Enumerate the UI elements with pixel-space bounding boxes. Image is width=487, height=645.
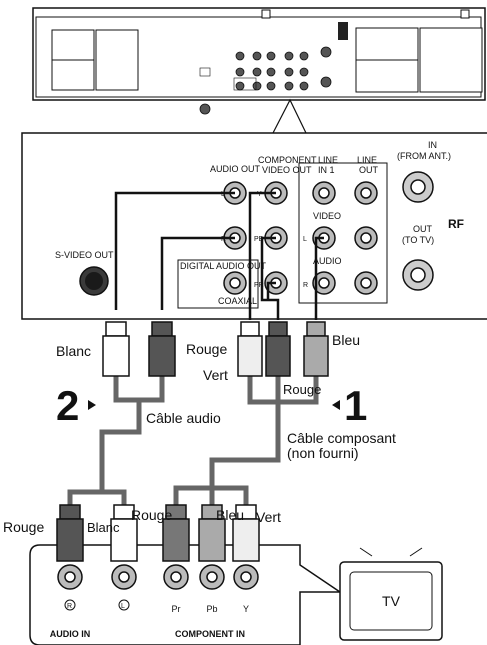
device-plugs bbox=[102, 321, 329, 377]
audio-r-label: R bbox=[221, 236, 226, 243]
audio-l-label: L bbox=[221, 191, 225, 198]
audio-out-label: AUDIO OUT bbox=[210, 164, 261, 174]
rf-label: RF bbox=[448, 217, 464, 231]
to-tv-label: (TO TV) bbox=[402, 235, 434, 245]
cable-lines bbox=[114, 191, 324, 320]
audio-r2-label: R bbox=[303, 282, 308, 289]
tv-r-label: R bbox=[67, 603, 72, 610]
bleu-label: Bleu bbox=[332, 332, 360, 348]
panel-labels: AUDIO OUT COMPONENT VIDEO OUT LINE IN 1 … bbox=[55, 140, 464, 306]
from-ant-label: (FROM ANT.) bbox=[397, 151, 451, 161]
audio-in-label: AUDIO IN bbox=[50, 629, 91, 639]
out-label: OUT bbox=[359, 165, 379, 175]
tv-screen-label: TV bbox=[382, 593, 401, 609]
rf-in-label: IN bbox=[428, 140, 437, 150]
tv-panel bbox=[29, 544, 443, 645]
audio-label: AUDIO bbox=[313, 256, 342, 266]
line-label-2: LINE bbox=[357, 155, 377, 165]
digital-audio-out-label: DIGITAL AUDIO OUT bbox=[180, 261, 267, 271]
line-label-1: LINE bbox=[318, 155, 338, 165]
step1-arrow bbox=[332, 400, 340, 410]
cable-comp-label-2: (non fourni) bbox=[287, 445, 359, 461]
rouge-mid-label: Rouge bbox=[283, 382, 321, 397]
cable-comp-label-1: Câble composant bbox=[287, 430, 396, 446]
blanc-label: Blanc bbox=[56, 343, 91, 359]
vert-label: Vert bbox=[203, 367, 228, 383]
tv-l-label: L bbox=[121, 603, 125, 610]
tv-rouge-label: Rouge bbox=[3, 519, 44, 535]
cable-labels: Blanc Rouge Bleu Vert Rouge Câble audio … bbox=[56, 332, 396, 461]
video-label: VIDEO bbox=[313, 211, 341, 221]
tv-jacks bbox=[57, 564, 259, 611]
device-rear-panel bbox=[32, 7, 486, 115]
tv-bleu-label: Bleu bbox=[216, 507, 244, 523]
cable-audio-label: Câble audio bbox=[146, 410, 221, 426]
step1-number: 1 bbox=[344, 382, 367, 429]
comp-pr-label: PR bbox=[254, 282, 264, 289]
tv-plugs bbox=[56, 504, 260, 562]
step2-arrow bbox=[88, 400, 96, 410]
tv-rouge2-label: Rouge bbox=[131, 507, 172, 523]
tv-labels: Rouge Blanc Rouge Bleu Vert AUDIO IN COM… bbox=[3, 507, 401, 639]
tv-y-label: Y bbox=[243, 604, 249, 614]
coaxial-label: COAXIAL bbox=[218, 296, 257, 306]
component-in-label: COMPONENT IN bbox=[175, 629, 245, 639]
rouge-label: Rouge bbox=[186, 341, 227, 357]
svideo-out-label: S-VIDEO OUT bbox=[55, 250, 114, 260]
step2-number: 2 bbox=[56, 382, 79, 429]
in1-label: IN 1 bbox=[318, 165, 335, 175]
rf-out-label: OUT bbox=[413, 224, 433, 234]
component-label: COMPONENT bbox=[258, 155, 317, 165]
tv-vert-label: Vert bbox=[256, 509, 281, 525]
video-out-label: VIDEO OUT bbox=[262, 165, 312, 175]
comp-pb-label: PB bbox=[254, 236, 264, 243]
tv-pb-label: Pb bbox=[206, 604, 217, 614]
zoomed-panel bbox=[21, 132, 487, 320]
video-l-label: L bbox=[303, 236, 307, 243]
tv-pr-label: Pr bbox=[172, 604, 181, 614]
comp-y-label: Y bbox=[257, 191, 262, 198]
tv-blanc-label: Blanc bbox=[87, 520, 120, 535]
cable-loops bbox=[67, 375, 319, 505]
